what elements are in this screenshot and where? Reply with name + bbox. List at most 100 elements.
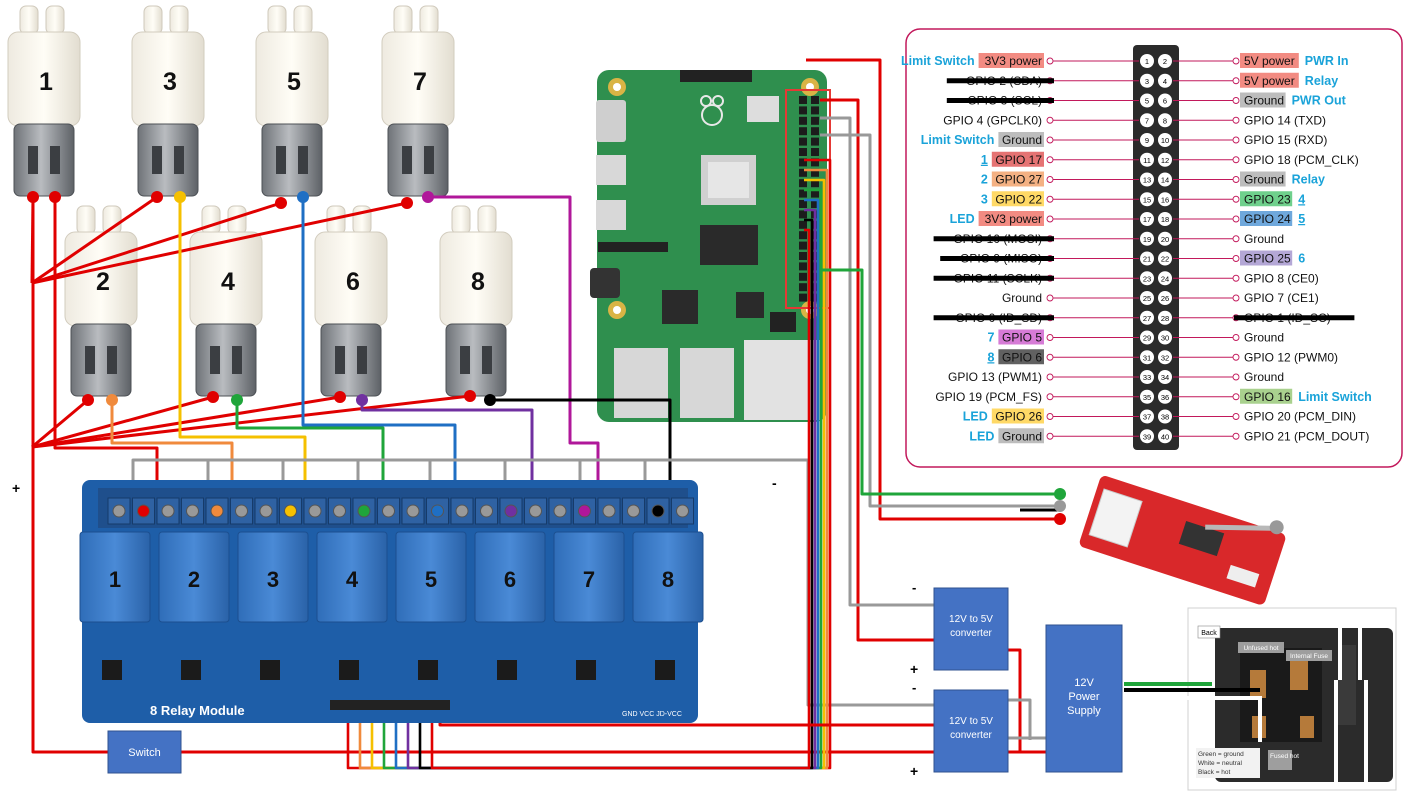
gpio-annotation: LED bbox=[963, 410, 988, 424]
limit-switch-board bbox=[1079, 476, 1286, 605]
pump-8: 8 bbox=[439, 205, 513, 397]
pin-number: 3 bbox=[1145, 77, 1149, 86]
gpio-annotation: 7 bbox=[987, 331, 994, 345]
gpio-label: 5V power bbox=[1244, 74, 1295, 88]
gpio-pin-18: 18 GPIO 24 5 bbox=[1158, 211, 1305, 226]
gpio-label: Ground bbox=[1002, 429, 1042, 443]
wire-terminal bbox=[151, 191, 163, 203]
gpio-label: GPIO 4 (GPCLK0) bbox=[943, 113, 1042, 127]
gpio-annotation: PWR In bbox=[1305, 54, 1349, 68]
wire bbox=[110, 400, 234, 511]
converter-minus: - bbox=[912, 580, 916, 595]
inlet-back-label: Back bbox=[1201, 630, 1217, 637]
pump-7: 7 bbox=[381, 5, 455, 197]
pin-number: 27 bbox=[1143, 314, 1151, 323]
gpio-label: GPIO 27 bbox=[995, 173, 1042, 187]
relay-number: 6 bbox=[504, 567, 516, 592]
wire bbox=[31, 395, 214, 449]
inlet-legend-item: Green = ground bbox=[1198, 751, 1244, 758]
gpio-annotation: Limit Switch bbox=[921, 133, 995, 147]
gpio-annotation: PWR Out bbox=[1292, 94, 1347, 108]
gpio-label: GPIO 13 (PWM1) bbox=[948, 370, 1042, 384]
gpio-annotation: 2 bbox=[981, 173, 988, 187]
wire bbox=[346, 158, 832, 770]
pin-number: 4 bbox=[1163, 77, 1167, 86]
inlet-legend-item: White = neutral bbox=[1198, 760, 1242, 767]
wire bbox=[31, 394, 471, 449]
relay-module-pins: GND VCC JD-VCC bbox=[622, 711, 682, 718]
switch[interactable]: Switch bbox=[107, 730, 182, 774]
relay-number: 3 bbox=[267, 567, 279, 592]
gpio-pin-33: 33 GPIO 13 (PWM1) bbox=[948, 370, 1154, 384]
wire bbox=[428, 195, 600, 511]
wire bbox=[820, 133, 1060, 508]
relay-4: 4 bbox=[316, 531, 388, 680]
gpio-label: GPIO 6 bbox=[1002, 350, 1042, 364]
pump-label: 6 bbox=[346, 268, 360, 296]
wire-terminal bbox=[1054, 500, 1066, 512]
gpio-annotation: LED bbox=[969, 429, 994, 443]
pin-number: 21 bbox=[1143, 255, 1151, 264]
converter-plus: + bbox=[910, 763, 918, 779]
pin-number: 20 bbox=[1161, 235, 1169, 244]
pin-number: 10 bbox=[1161, 136, 1169, 145]
gpio-annotation: Limit Switch bbox=[901, 54, 975, 68]
pin-number: 15 bbox=[1143, 195, 1151, 204]
gpio-pin-23: 23GPIO 11 (SCLK) bbox=[933, 271, 1154, 286]
gpio-label: GPIO 25 bbox=[1244, 252, 1291, 266]
wire-group bbox=[27, 58, 1066, 770]
gpio-label: Ground bbox=[1244, 331, 1284, 345]
relay-5: 5 bbox=[395, 531, 467, 680]
pin-number: 14 bbox=[1161, 176, 1169, 185]
pin-number: 12 bbox=[1161, 156, 1169, 165]
wire-terminal bbox=[1054, 488, 1066, 500]
pin-number: 13 bbox=[1143, 176, 1151, 185]
inlet-fused-hot-text: Fused hot bbox=[1270, 753, 1299, 760]
inlet-legend-item: Black = hot bbox=[1198, 769, 1231, 776]
pin-number: 37 bbox=[1143, 413, 1151, 422]
gpio-annotation: Relay bbox=[1305, 74, 1338, 88]
gpio-annotation: 5 bbox=[1298, 212, 1305, 226]
pin-number: 36 bbox=[1161, 393, 1169, 402]
pump-label: 5 bbox=[287, 68, 301, 96]
gpio-label: Ground bbox=[1244, 370, 1284, 384]
wire bbox=[31, 201, 282, 285]
relay-module-title: 8 Relay Module bbox=[150, 703, 245, 718]
gpio-label: GPIO 18 (PCM_CLK) bbox=[1244, 153, 1359, 167]
gpio-label: GPIO 24 bbox=[1244, 212, 1291, 226]
pin-number: 18 bbox=[1161, 215, 1169, 224]
pin-number: 1 bbox=[1145, 57, 1149, 66]
gpio-label: GPIO 15 (RXD) bbox=[1244, 133, 1327, 147]
pump-label: 1 bbox=[39, 68, 53, 96]
pump-label: 8 bbox=[471, 268, 485, 296]
wire bbox=[370, 178, 826, 770]
wire-terminal bbox=[106, 394, 118, 406]
positive-marker: + bbox=[12, 480, 20, 496]
pin-number: 38 bbox=[1161, 413, 1169, 422]
gpio-pin-10: 10 GPIO 15 (RXD) bbox=[1158, 133, 1327, 147]
pin-number: 9 bbox=[1145, 136, 1149, 145]
relay-6: 6 bbox=[474, 531, 546, 680]
wire-terminal bbox=[297, 191, 309, 203]
gpio-label: Ground bbox=[1244, 94, 1284, 108]
power-inlet-photo: Back Unfused hot Internal Fuse Fused hot… bbox=[1124, 607, 1397, 791]
pin-number: 24 bbox=[1161, 274, 1169, 283]
pin-number: 33 bbox=[1143, 373, 1151, 382]
wire bbox=[806, 58, 1060, 521]
